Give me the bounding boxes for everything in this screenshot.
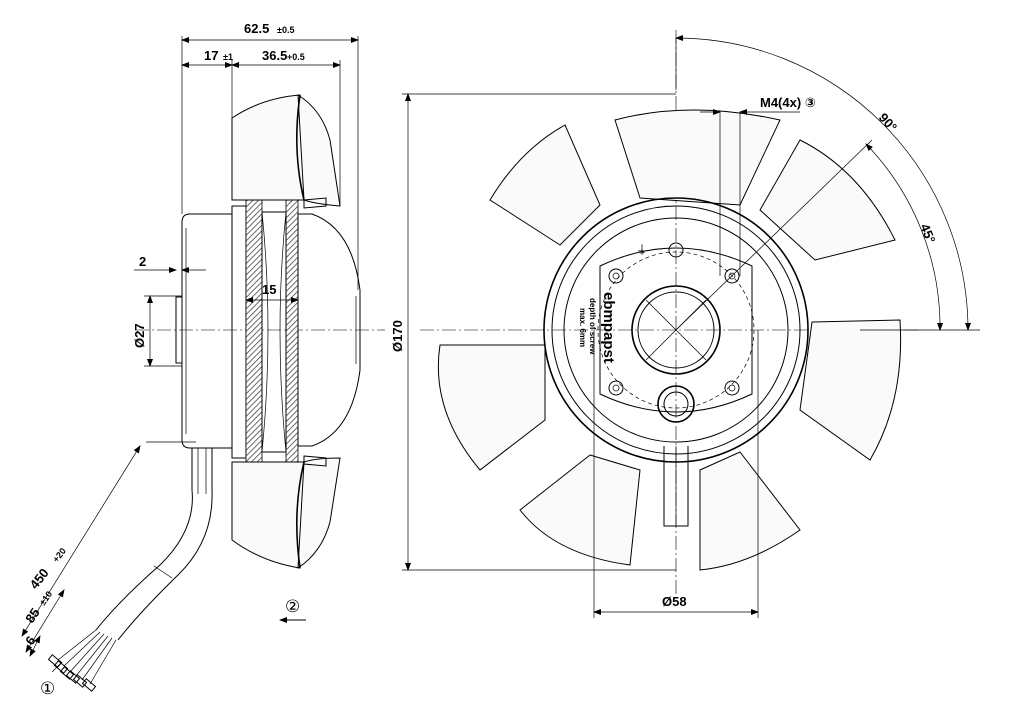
rotor-section-right [285,199,299,465]
hub-label-max: max. 6mm [578,308,587,347]
dim-outer-diameter-value: Ø170 [390,320,405,352]
screw-hole-4 [724,380,740,396]
upper-blade-edge [296,94,305,201]
ground-symbol-icon: ⏚ [636,243,648,257]
blade-2 [799,319,902,461]
upper-blade-tip [297,94,341,207]
cable-mark [153,565,173,579]
dim-hub-offset-tol: ±1 [223,52,233,62]
shaft-stub [175,296,183,364]
front-view: ⏚ ebmpapst depth of screw max. 6mm Ø170 … [390,30,980,618]
arc-90 [675,35,971,331]
screw-hole-3 [608,380,624,396]
dim-overall-width-tol: ±0.5 [277,25,294,35]
rotor-core-curve [261,211,287,453]
dim-hub-offset-value: 17 [204,48,218,63]
dim-overall-width-value: 62.5 [244,21,269,36]
lower-blade-edge [296,461,305,569]
lower-blade-root [231,461,305,569]
rotor-section-left [245,199,263,465]
dim-cable-length [21,445,141,637]
impeller-cone [297,213,361,447]
note-1-label: ① [40,679,55,698]
hub-label-depth: depth of screw [588,298,597,355]
dim-blade-width-tol: +0.5 [287,52,305,62]
cable-outer-left [95,448,193,631]
wire-ends [47,629,117,692]
angle-90-label: 90° [876,110,900,135]
hub-label: ebmpapst depth of screw max. 6mm [578,292,617,363]
dim-hub-diameter-value: Ø58 [662,594,687,609]
dim-cable-length-value: 450 [27,566,52,592]
angle-45-label: 45° [917,222,938,246]
motor-plate [599,247,753,413]
motor-housing [181,213,233,449]
rotor-flange [231,205,247,459]
dim-screw-spec: M4(4x) ③ [760,95,816,110]
dim-strip-length-tol: ±10 [37,589,54,607]
cable-grommet-inner [663,391,689,417]
hub-label-brand: ebmpapst [600,292,617,363]
lower-blade-tip [297,457,341,569]
blade-4 [519,454,641,566]
dim-strip-length-value: 85 [22,605,43,625]
blade-3 [699,451,801,571]
blade-tab-lower [303,455,327,467]
cable-grommet [657,385,695,423]
dim-blade-width-value: 36.5 [262,48,287,63]
note-2-label: ② [285,597,300,616]
screw-hole-1 [608,268,624,284]
note-1-leader [51,661,63,673]
blade-6 [489,124,601,246]
rotor-core [261,211,287,453]
dim-end-strip [29,635,41,657]
blade-1 [759,139,896,261]
blade-7 [614,109,781,206]
upper-blade-root [231,94,305,201]
dim-gap-value: 2 [139,254,146,269]
dim-motor-diameter-value: Ø27 [132,323,147,348]
dim-cable-length-tol: +20 [51,546,68,564]
blade-5 [437,344,546,471]
arc-45 [865,143,944,331]
blade-tab-upper [303,197,327,209]
dim-shaft-width-value: 15 [262,282,276,297]
side-view: 62.5 ±0.5 17 ±1 36.5 +0.5 2 15 Ø27 450 +… [21,21,385,698]
